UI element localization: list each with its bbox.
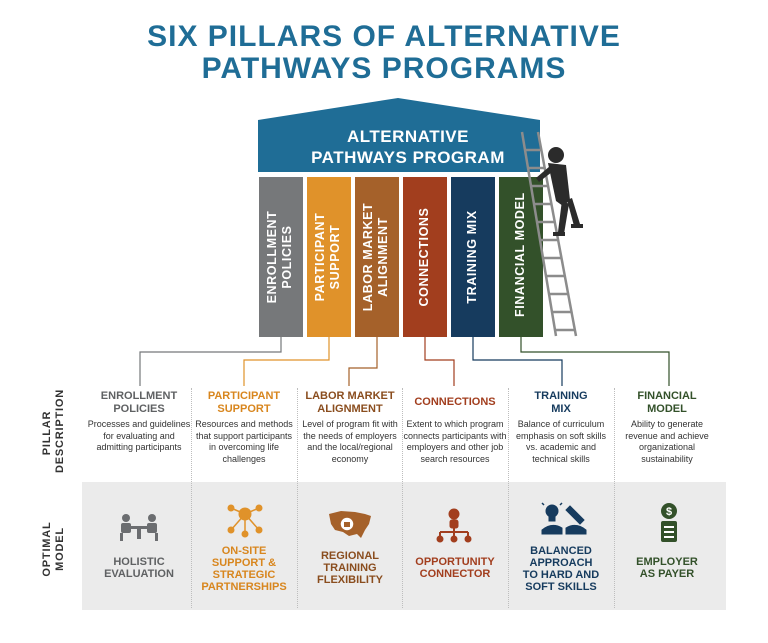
pillar-heading-connections: CONNECTIONS	[414, 396, 496, 408]
pillar-heading-enrollment: ENROLLMENT POLICIES	[100, 390, 178, 415]
optimal-model-training: BALANCED APPROACH TO HARD AND SOFT SKILL…	[522, 545, 600, 593]
side-label-pillar-description: PILLAR DESCRIPTION	[41, 389, 66, 473]
column-divider	[402, 388, 403, 608]
optimal-model-labor: REGIONAL TRAINING FLEXIBILITY	[317, 550, 383, 586]
pillar-training	[451, 177, 495, 337]
pillar-participant	[307, 177, 351, 337]
title-line-2: PATHWAYS PROGRAMS	[201, 52, 567, 85]
pillar-heading-financial: FINANCIAL MODEL	[637, 390, 697, 415]
roof-beam	[258, 120, 540, 172]
svg-text:$: $	[666, 506, 672, 518]
climber-icon	[536, 147, 583, 236]
pillar-label-training: TRAINING MIX	[465, 210, 479, 304]
optimal-model-enrollment: HOLISTIC EVALUATION	[104, 556, 174, 580]
pillar-description-enrollment: Processes and guidelines for evaluating …	[87, 419, 191, 452]
interview-table-icon	[120, 514, 158, 541]
pillar-heading-labor: LABOR MARKET ALIGNMENT	[305, 390, 395, 415]
pillar-heading-participant: PARTICIPANT SUPPORT	[207, 390, 281, 415]
roof-title-line-2: PATHWAYS PROGRAM	[311, 148, 505, 167]
roof-peak	[258, 98, 540, 120]
us-map-icon	[329, 511, 371, 538]
pillar-label-labor: LABOR MARKET ALIGNMENT	[361, 202, 390, 312]
pillar-label-enrollment: ENROLLMENT POLICIES	[265, 210, 294, 304]
title-line-1: SIX PILLARS OF ALTERNATIVE	[147, 20, 621, 53]
column-divider	[191, 388, 192, 608]
dollar-badge-icon: $	[661, 503, 677, 542]
optimal-model-financial: EMPLOYER AS PAYER	[636, 556, 698, 580]
pillar-description-connections: Extent to which program connects partici…	[403, 419, 507, 464]
roof-title-line-1: ALTERNATIVE	[347, 127, 469, 146]
column-divider	[297, 388, 298, 608]
network-people-icon	[227, 504, 263, 538]
optimal-model-band	[82, 482, 726, 610]
pillar-description-participant: Resources and methods that support parti…	[195, 419, 293, 464]
lightbulb-wrench-icon	[541, 502, 587, 535]
column-divider	[508, 388, 509, 608]
side-label-optimal-model: OPTIMAL MODEL	[41, 521, 66, 577]
pillar-connections	[403, 177, 447, 337]
pillar-heading-training: TRAINING MIX	[534, 390, 588, 415]
optimal-model-participant: ON-SITE SUPPORT & STRATEGIC PARTNERSHIPS	[201, 545, 287, 593]
column-divider	[614, 388, 615, 608]
connector-lines	[139, 337, 670, 386]
pillar-label-connections: CONNECTIONS	[417, 207, 431, 307]
pillar-description-financial: Ability to generate revenue and achieve …	[625, 419, 709, 464]
pillar-labor	[355, 177, 399, 337]
pillar-label-participant: PARTICIPANT SUPPORT	[313, 212, 342, 302]
pillar-description-labor: Level of program fit with the needs of e…	[302, 419, 398, 464]
pillar-label-financial: FINANCIAL MODEL	[513, 192, 527, 317]
optimal-model-connections: OPPORTUNITY CONNECTOR	[415, 556, 495, 580]
org-chart-icon	[436, 508, 472, 543]
pillar-description-training: Balance of curriculum emphasis on soft s…	[515, 419, 607, 464]
pillar-enrollment	[259, 177, 303, 337]
